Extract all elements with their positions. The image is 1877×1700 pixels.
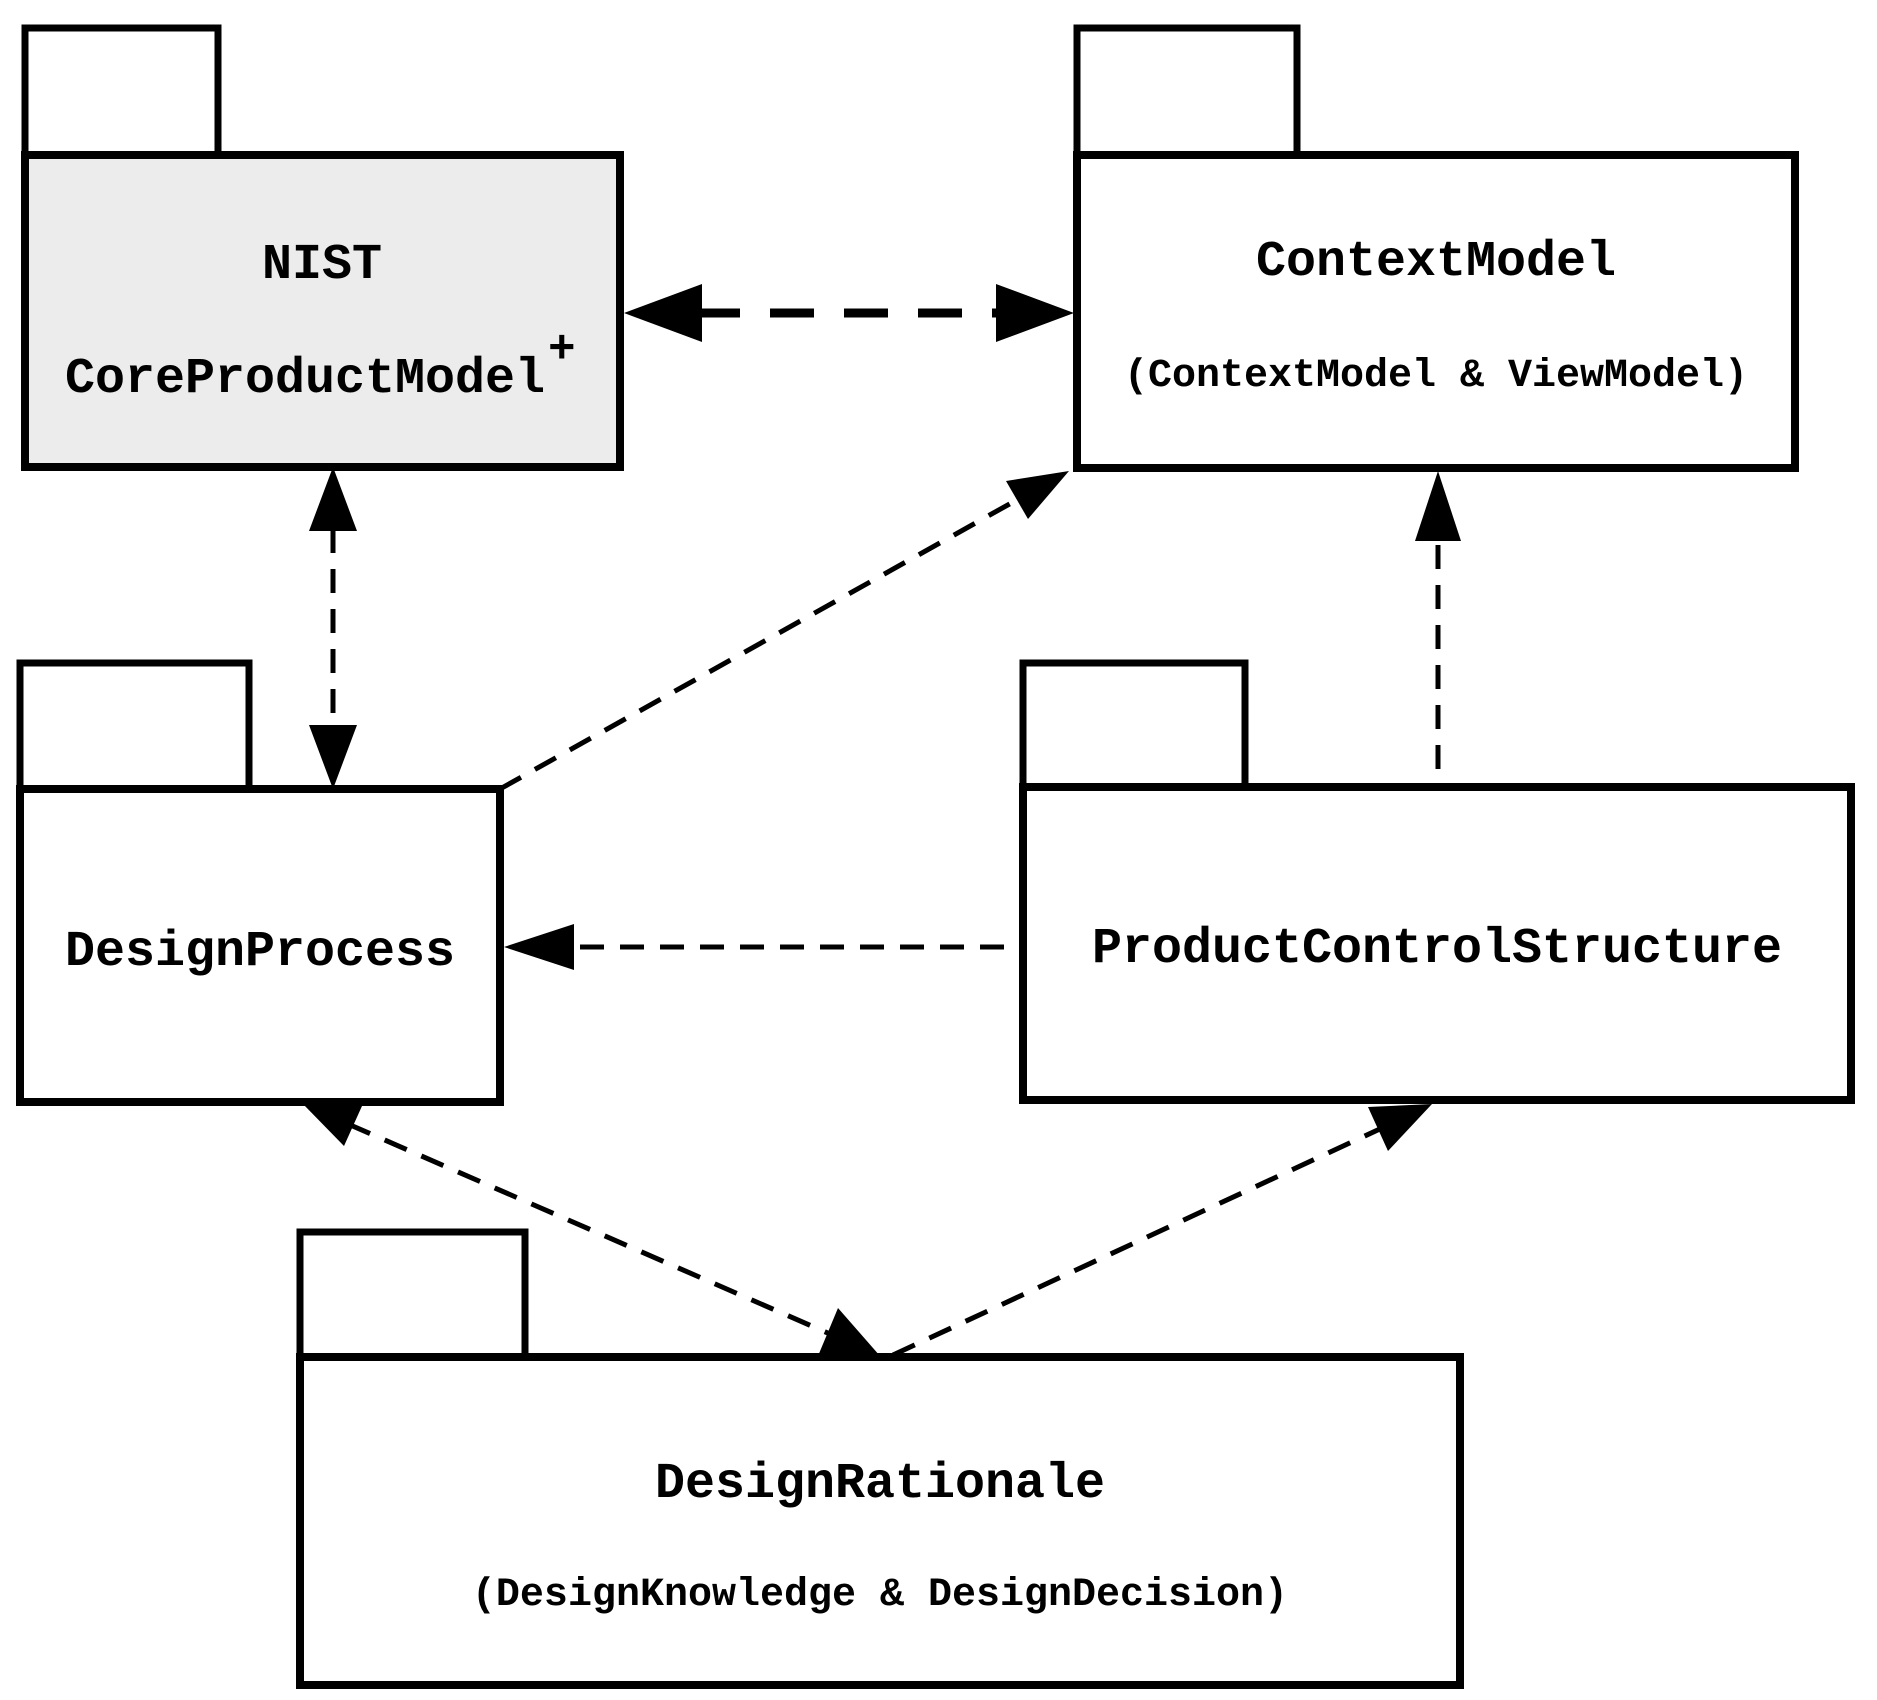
package-tab [1019, 659, 1249, 795]
dependency-designrationale-pcs[interactable] [891, 1104, 1432, 1358]
package-title-line2: CoreProductModel [65, 351, 545, 408]
arrowhead-upper-icon [303, 1104, 362, 1146]
dependency-pcs-designprocess[interactable] [504, 924, 1023, 970]
package-tab [16, 659, 253, 797]
package-tab [21, 24, 222, 163]
package-design-rationale[interactable]: DesignRationale (DesignKnowledge & Desig… [296, 1228, 1464, 1689]
package-title: ProductControlStructure [1092, 921, 1782, 978]
arrowhead-icon [1368, 1104, 1432, 1151]
package-body [21, 151, 624, 471]
dashed-line [891, 1125, 1384, 1358]
package-body [1073, 151, 1799, 472]
package-title-line1: NIST [262, 237, 382, 294]
arrowhead-icon [504, 924, 574, 970]
package-design-process[interactable]: DesignProcess [16, 659, 504, 1106]
dependency-pcs-contextmodel[interactable] [1415, 471, 1461, 787]
package-tab [296, 1228, 529, 1365]
dependency-designprocess-designrationale[interactable] [303, 1104, 880, 1356]
arrowhead-up-icon [309, 467, 357, 531]
arrowhead-right-icon [996, 284, 1074, 342]
dashed-line [498, 494, 1024, 792]
dependency-nist-contextmodel[interactable] [624, 284, 1074, 342]
arrowhead-left-icon [624, 284, 702, 342]
arrowhead-down-icon [309, 725, 357, 789]
package-subtitle: (DesignKnowledge & DesignDecision) [472, 1573, 1288, 1618]
dashed-line [347, 1121, 831, 1337]
arrowhead-lower-icon [818, 1308, 880, 1356]
package-body [296, 1353, 1464, 1689]
package-title: DesignProcess [65, 924, 455, 981]
package-title-superscript: + [548, 324, 576, 376]
arrowhead-icon [1006, 471, 1069, 519]
package-title: DesignRationale [655, 1456, 1105, 1513]
package-nist-core-product-model[interactable]: NIST CoreProductModel + [21, 24, 624, 471]
dependency-nist-designprocess[interactable] [309, 467, 357, 789]
package-body [16, 785, 504, 1106]
package-context-model[interactable]: ContextModel (ContextModel & ViewModel) [1073, 24, 1799, 472]
arrowhead-icon [1415, 471, 1461, 541]
package-title: ContextModel [1256, 234, 1616, 291]
package-subtitle: (ContextModel & ViewModel) [1124, 354, 1748, 399]
package-tab [1073, 24, 1301, 163]
dependency-designprocess-contextmodel[interactable] [498, 471, 1069, 792]
